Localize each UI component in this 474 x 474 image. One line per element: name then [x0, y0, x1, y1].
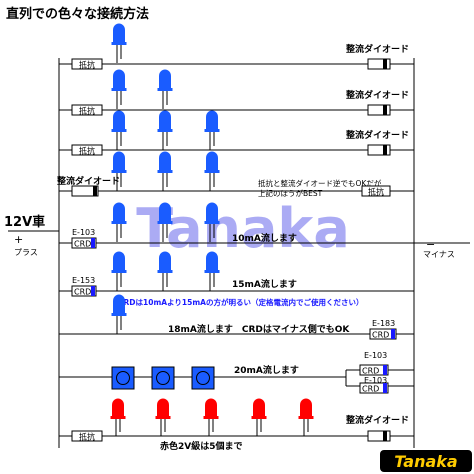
crd-label: CRD: [362, 367, 379, 376]
resistor: [361, 185, 391, 197]
resistor: [71, 104, 103, 116]
row-1: 抵抗 整流ダイオード: [59, 23, 414, 70]
minus-label: マイナス: [423, 250, 455, 259]
brand-logo-text: Tanaka: [394, 451, 458, 471]
resistor: [71, 430, 103, 442]
blue-square-led: [111, 366, 135, 390]
resistor-label: 抵抗: [368, 187, 384, 197]
row-3: 抵抗 整流ダイオード: [59, 110, 414, 156]
diode-label: 整流ダイオード: [345, 414, 409, 426]
resistor-label: 抵抗: [79, 146, 95, 156]
diode-label: 整流ダイオード: [56, 175, 120, 187]
crd: [71, 237, 97, 249]
resistor-label: 抵抗: [79, 60, 95, 70]
red-led-note: 赤色2V級は5個まで: [160, 440, 243, 452]
note-reverse-ok-line2: 上記のほうがBEST: [258, 188, 323, 198]
crd-code: E-103: [72, 228, 95, 237]
row-4: 整流ダイオード 抵抗と整流ダイオード逆でもOKだが 上記のほうがBEST 抵抗: [56, 151, 414, 198]
crd: [71, 285, 97, 297]
crd-label: CRD: [74, 288, 91, 297]
resistor-label: 抵抗: [79, 106, 95, 116]
diode: [367, 58, 391, 70]
blue-led: [157, 251, 173, 292]
watermark: Tanaka: [136, 197, 350, 260]
plus-sign: +: [14, 233, 23, 246]
blue-led: [157, 110, 173, 151]
blue-led: [157, 151, 173, 192]
row-5: E-103 CRD 10mA流します: [59, 202, 470, 249]
current-label: 15mA流します: [232, 278, 297, 290]
blue-led: [111, 110, 127, 151]
crd-label: CRD: [74, 240, 91, 249]
crd-label: CRD: [362, 385, 379, 394]
row-9: 抵抗 赤色2V級は5個まで 整流ダイオード: [59, 398, 414, 452]
crd: [369, 328, 397, 340]
blue-led: [204, 110, 220, 151]
diode-label: 整流ダイオード: [345, 129, 409, 141]
blue-led: [157, 69, 173, 110]
current-label: 18mA流します CRDはマイナス側でもOK: [168, 323, 350, 335]
page-title: 直列での色々な接続方法: [6, 7, 150, 22]
crd-code-1: E-103: [364, 351, 387, 360]
plus-label: プラス: [14, 248, 38, 257]
blue-square-led: [191, 366, 215, 390]
blue-led: [111, 69, 127, 110]
crd-code: E-153: [72, 276, 95, 285]
current-label: 10mA流します: [232, 232, 297, 244]
blue-square-led: [151, 366, 175, 390]
row-2: 抵抗 整流ダイオード: [59, 69, 414, 116]
crd-code: E-183: [372, 319, 395, 328]
diode-label: 整流ダイオード: [345, 89, 409, 101]
red-led: [110, 398, 126, 437]
brand-logo: Tanaka: [380, 450, 472, 472]
resistor: [71, 144, 103, 156]
blue-led: [204, 151, 220, 192]
row-7: 18mA流します CRDはマイナス側でもOK E-183 CRD: [59, 294, 414, 340]
crd-code-2: E-103: [364, 376, 387, 385]
red-led: [155, 398, 171, 437]
blue-led: [111, 23, 127, 64]
resistor-label: 抵抗: [79, 432, 95, 442]
battery-label: 12V車: [4, 214, 45, 230]
diode: [367, 104, 391, 116]
minus-sign: −: [426, 238, 435, 251]
note-reverse-ok-line1: 抵抗と整流ダイオード逆でもOKだが: [258, 178, 382, 188]
row-8: 20mA流します E-103 CRD E-103 CRD: [59, 351, 414, 394]
crd-label: CRD: [372, 331, 389, 340]
red-led: [251, 398, 267, 437]
crd: [359, 382, 389, 394]
crd: [359, 364, 389, 376]
diode: [367, 144, 391, 156]
blue-led: [111, 202, 127, 243]
diode: [367, 430, 391, 442]
diode: [71, 185, 99, 197]
diode-label: 整流ダイオード: [345, 43, 409, 55]
row-6: E-153 CRD 15mA流します CRDは10mAより15mAの方が明るい（…: [59, 251, 414, 307]
current-label: 20mA流します: [234, 364, 299, 376]
blue-led: [204, 251, 220, 292]
red-led: [298, 398, 314, 437]
resistor: [71, 58, 103, 70]
blue-led: [111, 294, 127, 335]
note-brightness: CRDは10mAより15mAの方が明るい（定格電流内でご使用ください）: [118, 297, 363, 307]
blue-led: [111, 251, 127, 292]
red-led: [203, 398, 219, 437]
